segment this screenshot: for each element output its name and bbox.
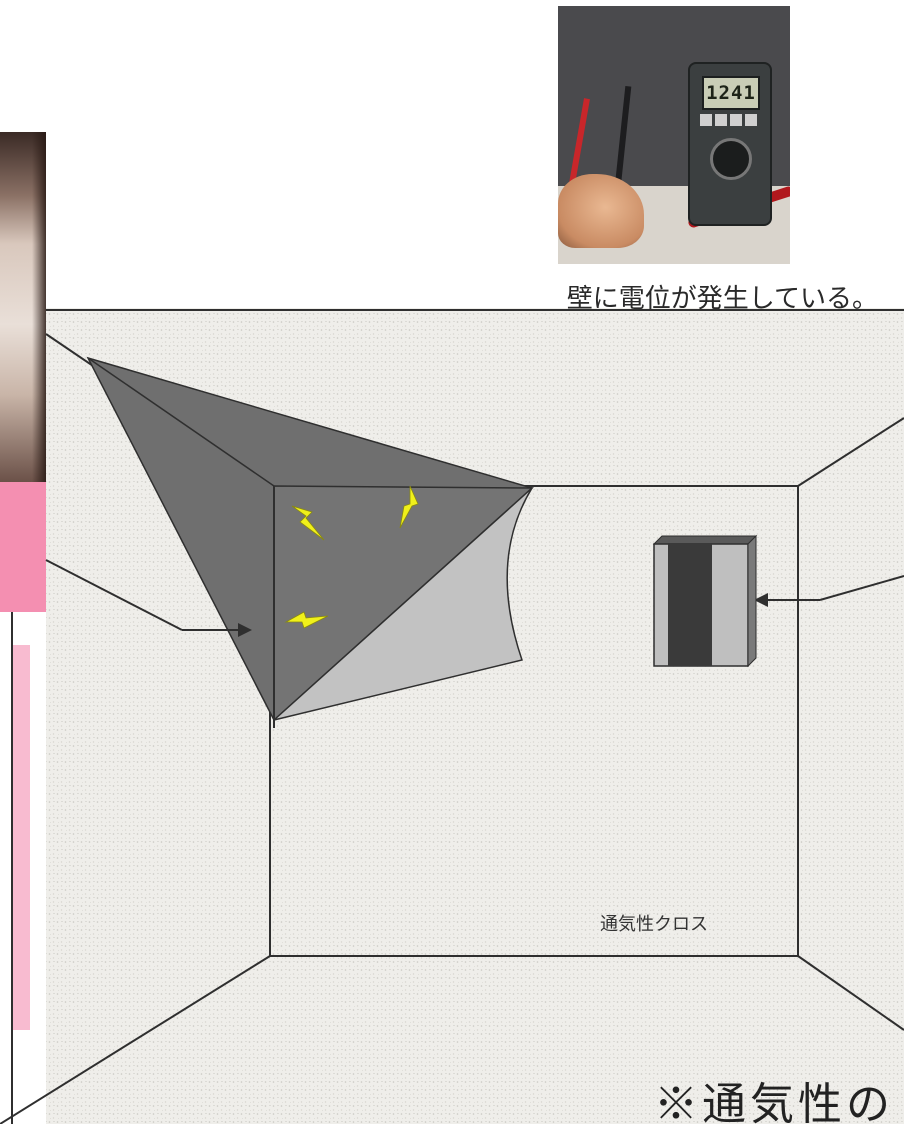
black-probe [614,85,632,189]
meter-dial [710,138,752,180]
multimeter-photo: 1241 [558,6,790,264]
pink-label-block [0,482,46,612]
person-photo-crop [0,132,46,482]
pink-side-bar [12,645,30,1030]
potential-caption: 壁に電位が発生している。 [566,284,878,314]
arrow-icon [182,623,252,637]
meter-keys [700,114,758,126]
peeled-wallpaper [86,356,534,728]
lightning-icon [291,505,325,541]
wall-panel-sample [652,534,758,668]
lightning-icon [284,611,329,629]
hand [558,174,644,248]
multimeter-body: 1241 [688,62,772,226]
meter-display: 1241 [702,76,760,110]
bottom-note: ※通気性の [654,1079,894,1130]
cloth-label: 通気性クロス [600,914,708,935]
arrow-icon [754,575,904,607]
lightning-icon [399,485,419,529]
